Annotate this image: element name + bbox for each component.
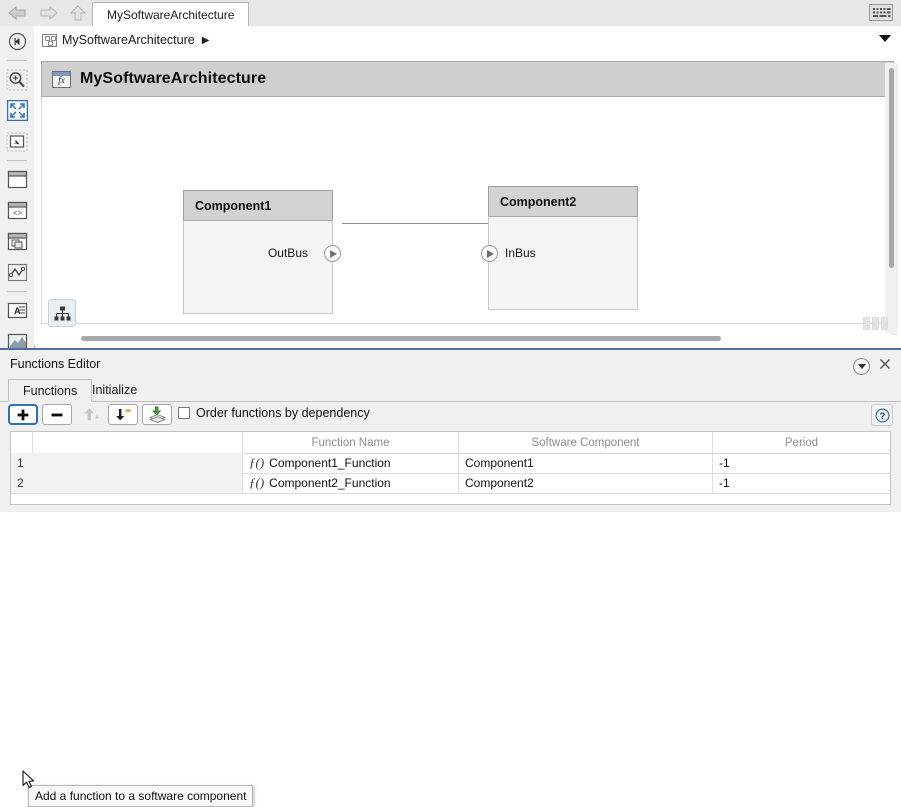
tab-functions-label: Functions bbox=[23, 384, 77, 398]
sidebar-item-add-reference[interactable]: <> bbox=[0, 195, 34, 226]
move-down-button[interactable] bbox=[108, 404, 138, 425]
fx-function-icon: fx bbox=[52, 71, 71, 88]
cell-rownum: 1 bbox=[11, 453, 243, 473]
fx-paren-icon: ƒ() bbox=[249, 455, 264, 471]
remove-function-button[interactable] bbox=[42, 404, 72, 425]
minus-icon bbox=[50, 408, 64, 422]
functions-table[interactable]: Function Name Software Component Period … bbox=[10, 431, 891, 505]
port-label-outbus: OutBus bbox=[268, 246, 308, 260]
application-window: MySoftwareArchitecture bbox=[0, 0, 901, 512]
canvas-toolstrip: <> A bbox=[0, 26, 35, 348]
breadcrumb: MySoftwareArchitecture ▶ bbox=[34, 26, 901, 55]
tab-initialize-label: Initialize bbox=[92, 383, 137, 397]
component-header: Component2 bbox=[488, 186, 638, 217]
canvas-vertical-scrollbar[interactable] bbox=[885, 63, 898, 335]
col-header-blank bbox=[33, 432, 243, 453]
model-diagram[interactable]: Component1 OutBus Component2 bbox=[41, 97, 894, 324]
component-block-component2[interactable]: Component2 InBus bbox=[488, 186, 638, 310]
component-header: Component1 bbox=[183, 190, 333, 221]
page-title: MySoftwareArchitecture bbox=[80, 70, 266, 88]
cell-function-name[interactable]: ƒ() Component2_Function bbox=[243, 473, 459, 493]
col-header-rownum bbox=[11, 432, 33, 453]
sidebar-item-zoom-in[interactable] bbox=[0, 64, 34, 95]
plus-icon bbox=[16, 408, 30, 422]
toolstrip-divider bbox=[7, 291, 27, 292]
arrow-down-dash-icon bbox=[114, 407, 132, 422]
table-row[interactable]: 2 ƒ() Component2_Function Component2 -1 bbox=[11, 473, 890, 494]
cell-period[interactable]: -1 bbox=[713, 453, 890, 473]
cell-rownum: 2 bbox=[11, 473, 243, 493]
move-up-button[interactable] bbox=[76, 404, 106, 425]
cell-function-name-text: Component1_Function bbox=[269, 456, 390, 470]
document-tab-label: MySoftwareArchitecture bbox=[107, 8, 234, 22]
resize-grip[interactable] bbox=[863, 317, 889, 330]
component-block-component1[interactable]: Component1 OutBus bbox=[183, 190, 333, 314]
order-functions-checkbox[interactable] bbox=[178, 407, 190, 419]
cell-function-name-text: Component2_Function bbox=[269, 476, 390, 490]
toolstrip-divider bbox=[7, 60, 27, 61]
sidebar-item-add-component[interactable] bbox=[0, 164, 34, 195]
component-name: Component2 bbox=[500, 195, 576, 209]
arrow-down-layers-icon bbox=[148, 406, 167, 423]
canvas-horizontal-scrollbar[interactable] bbox=[81, 333, 891, 345]
col-header-software-component[interactable]: Software Component bbox=[459, 432, 713, 453]
functions-editor-title: Functions Editor bbox=[10, 357, 100, 371]
connector-outbus-inbus[interactable] bbox=[342, 223, 488, 224]
sidebar-item-back-to-parent[interactable] bbox=[0, 26, 34, 57]
deploy-button[interactable] bbox=[142, 404, 172, 425]
help-button[interactable]: ? bbox=[871, 404, 893, 426]
up-arrow-icon[interactable] bbox=[64, 1, 92, 25]
sidebar-item-add-annotation[interactable]: A bbox=[0, 295, 34, 326]
breadcrumb-separator-icon: ▶ bbox=[202, 35, 210, 46]
sidebar-item-zoom-region[interactable] bbox=[0, 126, 34, 157]
add-function-button[interactable] bbox=[8, 404, 38, 425]
component-body: InBus bbox=[488, 217, 638, 310]
sidebar-item-add-variant[interactable] bbox=[0, 226, 34, 257]
table-header-row: Function Name Software Component Period bbox=[11, 432, 890, 454]
table-row[interactable]: 1 ƒ() Component1_Function Component1 -1 bbox=[11, 453, 890, 474]
back-arrow-icon[interactable] bbox=[4, 1, 32, 25]
functions-editor-toolbar: Order functions by dependency ? bbox=[0, 401, 901, 431]
document-tab[interactable]: MySoftwareArchitecture bbox=[92, 2, 249, 27]
svg-text:?: ? bbox=[879, 411, 885, 422]
forward-arrow-icon[interactable] bbox=[34, 1, 62, 25]
model-header: fx MySoftwareArchitecture bbox=[41, 61, 894, 97]
cell-software-component[interactable]: Component2 bbox=[459, 473, 713, 493]
tab-initialize[interactable]: Initialize bbox=[78, 379, 151, 401]
order-functions-label: Order functions by dependency bbox=[196, 406, 370, 420]
close-icon[interactable] bbox=[877, 356, 893, 372]
input-port-inbus[interactable] bbox=[481, 245, 498, 262]
svg-text:<>: <> bbox=[12, 209, 22, 218]
sidebar-item-fit-to-view[interactable] bbox=[0, 95, 34, 126]
model-canvas[interactable]: fx MySoftwareArchitecture Component1 Out… bbox=[34, 54, 901, 345]
chevron-down-icon[interactable] bbox=[879, 35, 891, 42]
component-body: OutBus bbox=[183, 221, 333, 314]
col-header-period[interactable]: Period bbox=[713, 432, 890, 453]
cell-period[interactable]: -1 bbox=[713, 473, 890, 493]
mouse-cursor bbox=[22, 770, 36, 793]
breadcrumb-label[interactable]: MySoftwareArchitecture bbox=[62, 33, 195, 47]
sidebar-item-add-connector[interactable] bbox=[0, 257, 34, 288]
functions-editor-panel: Functions Editor Functions Initialize bbox=[0, 348, 901, 512]
component-name: Component1 bbox=[195, 199, 271, 213]
arrow-up-plus-icon bbox=[82, 407, 100, 423]
port-label-inbus: InBus bbox=[505, 246, 536, 260]
functions-editor-tabs: Functions Initialize bbox=[0, 379, 901, 402]
order-functions-checkbox-group[interactable]: Order functions by dependency bbox=[178, 406, 370, 420]
keyboard-icon[interactable] bbox=[869, 4, 893, 21]
output-port-outbus[interactable] bbox=[324, 245, 341, 262]
cell-function-name[interactable]: ƒ() Component1_Function bbox=[243, 453, 459, 473]
hierarchy-tree-icon[interactable] bbox=[48, 299, 76, 327]
col-header-function-name[interactable]: Function Name bbox=[243, 432, 459, 453]
model-block-icon bbox=[42, 34, 57, 47]
window-tabbar: MySoftwareArchitecture bbox=[0, 0, 901, 27]
toolstrip-divider bbox=[7, 160, 27, 161]
cell-software-component[interactable]: Component1 bbox=[459, 453, 713, 473]
collapse-dropdown-icon[interactable] bbox=[853, 358, 870, 375]
fx-paren-icon: ƒ() bbox=[249, 475, 264, 491]
tooltip: Add a function to a software component bbox=[28, 785, 253, 807]
navigation-buttons bbox=[4, 0, 92, 26]
question-mark-icon: ? bbox=[875, 408, 890, 423]
